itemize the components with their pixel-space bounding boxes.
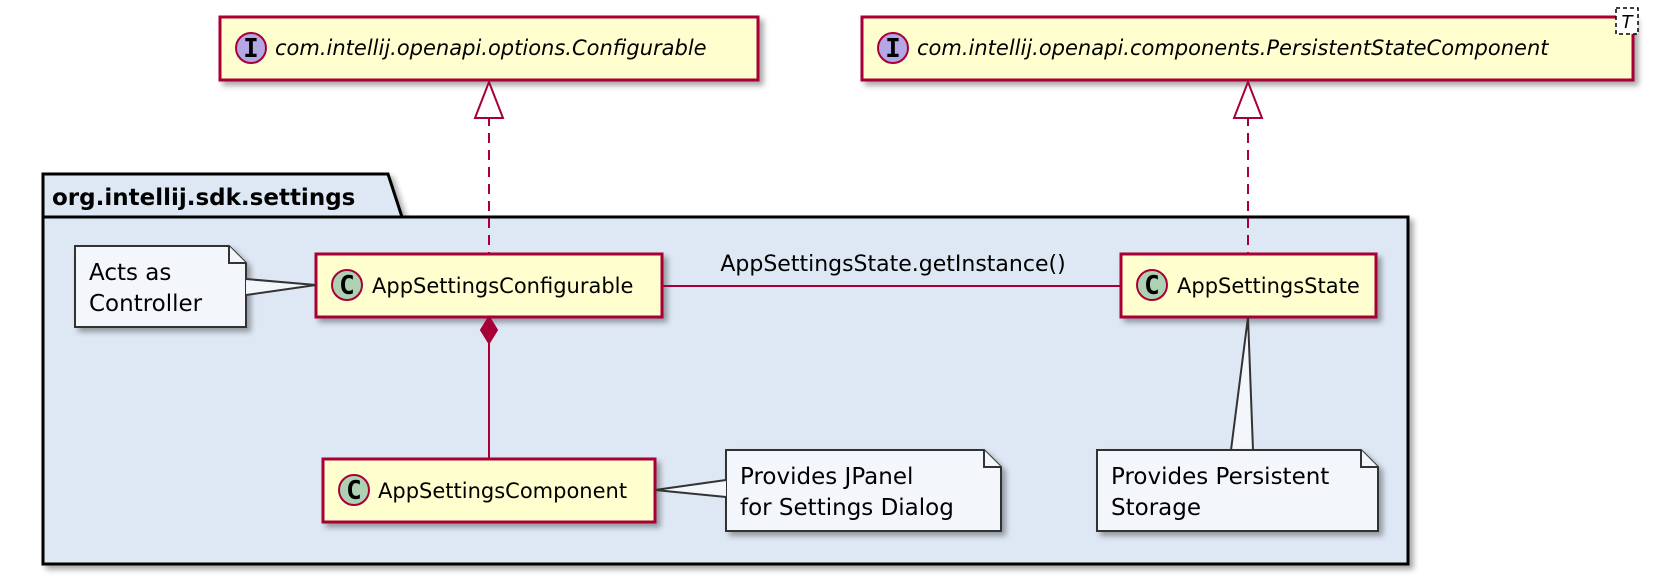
class-name: AppSettingsState <box>1177 274 1360 298</box>
association-label: AppSettingsState.getInstance() <box>720 252 1065 277</box>
association-get-instance: AppSettingsState.getInstance() <box>662 252 1121 287</box>
note-line: Provides Persistent <box>1111 464 1329 490</box>
class-name: AppSettingsConfigurable <box>372 274 633 298</box>
note-provides-jpanel: Provides JPanel for Settings Dialog <box>654 449 1002 532</box>
note-line: Acts as <box>89 260 171 286</box>
note-line: Controller <box>89 291 203 317</box>
note-line: Provides JPanel <box>740 464 913 490</box>
interface-configurable[interactable]: I com.intellij.openapi.options.Configura… <box>218 15 760 82</box>
svg-text:T: T <box>1622 12 1635 33</box>
interface-name: com.intellij.openapi.components.Persiste… <box>917 36 1549 60</box>
interface-name: com.intellij.openapi.options.Configurabl… <box>275 36 707 60</box>
class-app-settings-configurable[interactable]: C AppSettingsConfigurable <box>314 252 664 319</box>
class-name: AppSettingsComponent <box>378 479 627 503</box>
note-line: for Settings Dialog <box>740 495 954 521</box>
class-app-settings-state[interactable]: C AppSettingsState <box>1119 252 1378 319</box>
interface-stereotype-icon: I <box>235 32 267 64</box>
type-parameter-box: T <box>1615 7 1639 35</box>
note-provides-persistent-storage: Provides Persistent Storage <box>1096 316 1379 532</box>
svg-text:C: C <box>1144 271 1160 301</box>
realization-configurable <box>473 79 505 254</box>
svg-text:I: I <box>243 34 259 64</box>
class-stereotype-icon: C <box>338 474 370 506</box>
class-stereotype-icon: C <box>331 269 363 301</box>
package-name: org.intellij.sdk.settings <box>52 185 355 211</box>
interface-stereotype-icon: I <box>877 32 909 64</box>
note-acts-as-controller: Acts as Controller <box>74 245 317 328</box>
class-app-settings-component[interactable]: C AppSettingsComponent <box>321 457 657 524</box>
note-line: Storage <box>1111 495 1201 521</box>
interface-persistent-state-component[interactable]: I com.intellij.openapi.components.Persis… <box>860 7 1639 82</box>
composition-configurable-component <box>479 315 499 459</box>
realization-persistent-state <box>1232 79 1264 254</box>
class-stereotype-icon: C <box>1136 269 1168 301</box>
svg-text:C: C <box>339 271 355 301</box>
svg-text:I: I <box>885 34 901 64</box>
svg-text:C: C <box>346 476 362 506</box>
